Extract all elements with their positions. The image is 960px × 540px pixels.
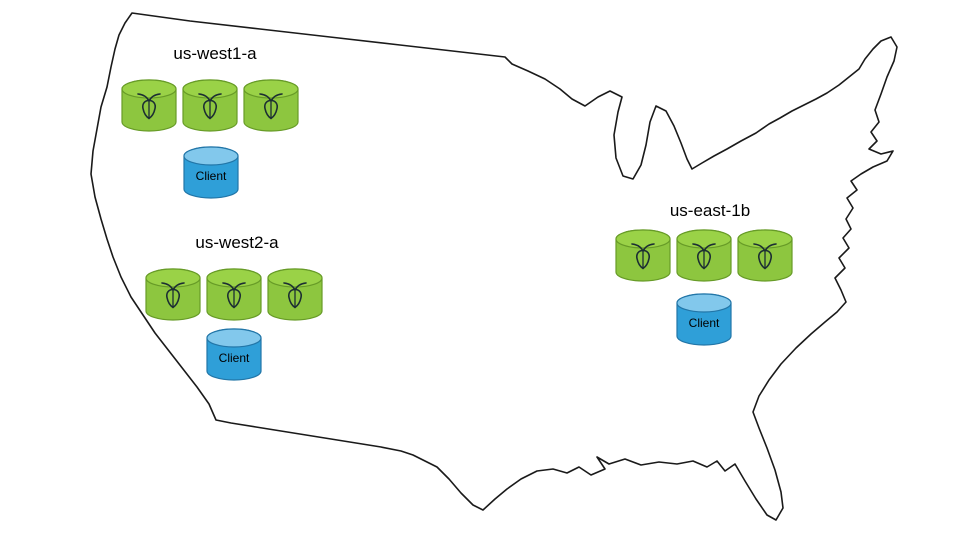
client-label: Client [689,316,720,330]
database-cylinder [182,79,238,132]
database-cylinder [121,79,177,132]
us-border-path [90,12,898,521]
db-node-cylinder [243,79,299,132]
db-node-cylinder [182,79,238,132]
region-us-west2-a-nodes [144,266,324,324]
region-us-east-1b-nodes [614,227,794,285]
database-cylinder [615,229,671,282]
database-cylinder [206,268,262,321]
region-label-us-east-1b: us-east-1b [669,201,751,220]
database-cylinder [737,229,793,282]
db-node-cylinder [676,229,732,282]
database-cylinder [267,268,323,321]
database-cylinder [243,79,299,132]
client-label: Client [196,169,227,183]
db-node-cylinder [615,229,671,282]
region-us-west1-a-nodes [120,77,300,135]
database-cylinder [676,229,732,282]
client-cylinder: Client [206,328,262,381]
db-node-cylinder [737,229,793,282]
region-label-us-west1-a: us-west1-a [173,44,257,63]
region-label-us-west2-a: us-west2-a [195,233,279,252]
db-node-cylinder [267,268,323,321]
database-cylinder [145,268,201,321]
db-node-cylinder [206,268,262,321]
db-node-cylinder [121,79,177,132]
client-cylinder: Client [183,146,239,199]
client-cylinder: Client [676,293,732,346]
client-label: Client [219,351,250,365]
db-node-cylinder [145,268,201,321]
